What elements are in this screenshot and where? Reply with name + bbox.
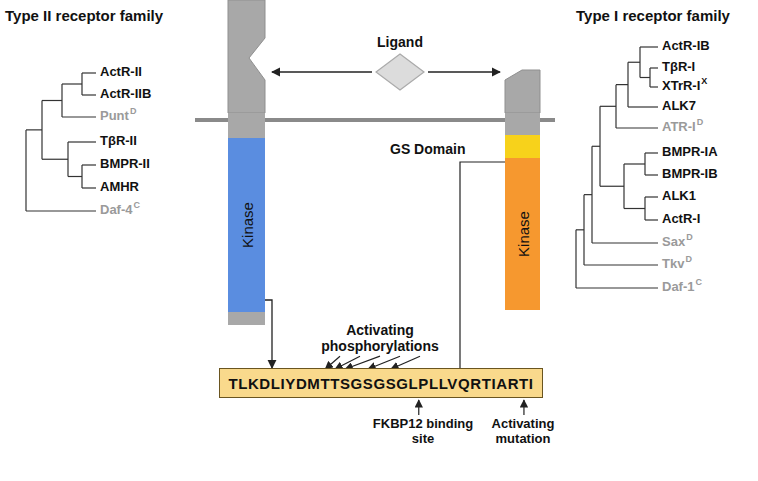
receptor-name: ActR-IB — [662, 39, 710, 54]
annotation-label: Activating phosphorylations — [305, 322, 455, 354]
node-text: Ligand — [377, 34, 423, 50]
superscript-label: D — [685, 254, 692, 264]
pointer-arrow — [418, 400, 419, 415]
superscript-label: X — [701, 76, 707, 86]
family-heading: Type I receptor family — [576, 7, 730, 24]
receptor-name: Daf-1 — [662, 280, 695, 295]
kinase-domain: Kinase — [505, 158, 540, 310]
sequence-box: TLKDLIYDMTTSGSGSGLPLLVQRTIARTI — [219, 368, 543, 398]
annotation-label: Activating mutation — [478, 417, 568, 447]
receptor-name: AMHR — [100, 180, 139, 195]
receptor-name: TβR-I — [662, 60, 695, 75]
connector-arrow — [265, 300, 272, 368]
receptor-name: BMPR-IB — [662, 167, 718, 182]
superscript-label: D — [686, 232, 693, 242]
receptor-name: ActR-II — [100, 65, 142, 80]
family-heading: Type II receptor family — [5, 7, 163, 24]
superscript-label: C — [696, 277, 703, 287]
ligand-arrow — [428, 71, 500, 72]
kinase-domain: Kinase — [228, 138, 265, 312]
ligand-arrow — [272, 71, 372, 72]
superscript-label: D — [130, 106, 137, 116]
receptor-name: BMPR-IA — [662, 145, 718, 160]
receptor-name: ActR-IIB — [100, 87, 151, 102]
type2-tail — [228, 312, 265, 325]
receptor-name: ATR-I — [662, 120, 696, 135]
annotation-label: FKBP12 binding site — [368, 417, 478, 447]
type1-transmembrane — [505, 113, 540, 135]
phylogenetic-trees — [26, 47, 658, 288]
type2-ectodomain — [228, 0, 265, 113]
superscript-label: D — [697, 117, 704, 127]
receptor-name: ActR-I — [662, 212, 700, 227]
type2-transmembrane — [228, 113, 265, 138]
receptor-name: TβR-II — [100, 134, 137, 149]
node-text: Kinase — [514, 211, 531, 257]
receptor-name: XTrR-I — [662, 79, 700, 94]
diamond-outline — [375, 53, 425, 91]
receptor-name: Tkv — [662, 257, 684, 272]
receptor-name: Sax — [662, 235, 685, 250]
pointer-arrow — [523, 400, 524, 415]
node-text: Kinase — [238, 202, 255, 248]
type1-ectodomain — [505, 70, 540, 113]
gs-leader-line — [460, 162, 505, 368]
gs-domain-label: GS Domain — [390, 141, 465, 157]
superscript-label: C — [134, 200, 141, 210]
node-text: TLKDLIYDMTTSGSGSGLPLLVQRTIARTI — [228, 375, 533, 392]
receptor-name: BMPR-II — [100, 157, 150, 172]
ligand-diamond: Ligand — [375, 53, 425, 91]
receptor-name: ALK7 — [662, 99, 696, 114]
receptor-name: ALK1 — [662, 189, 696, 204]
receptor-name: Daf-4 — [100, 203, 133, 218]
receptor-name: Punt — [100, 109, 129, 124]
gs-domain-box — [505, 135, 540, 158]
